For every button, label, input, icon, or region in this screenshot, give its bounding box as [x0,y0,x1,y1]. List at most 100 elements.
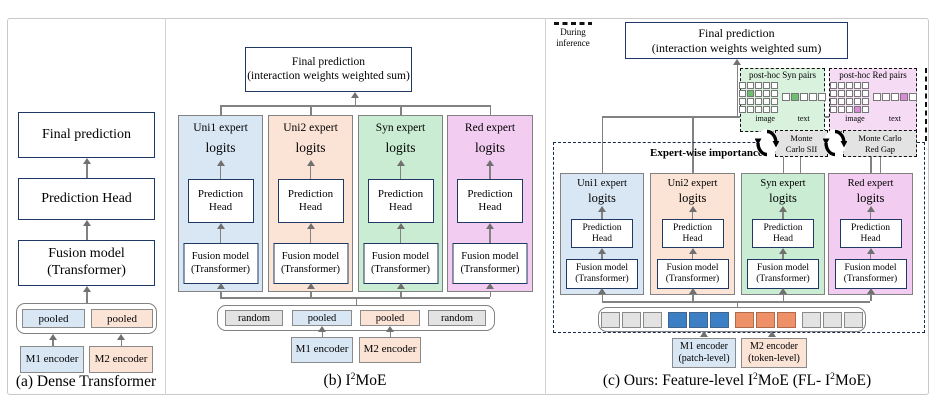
pair-grid-cell [755,105,762,113]
expert-card-red-b: Red expert logits Prediction Head Fusion… [447,115,533,292]
caption-text: (a) Dense Transformer [15,373,157,390]
connector-line [309,166,312,179]
fusion-model-box: Fusion model (Transformer) [656,259,729,289]
connector-line [52,340,54,346]
m1-encoder-box-b: M1 encoder [291,337,353,363]
connector-line [736,301,738,308]
expert-logits-label: logits [295,140,326,155]
arrow-up-icon [598,206,606,212]
image-pair-grid [739,81,778,113]
caption-superscript: 2 [830,371,835,382]
strip-cell-label: pooled [375,312,405,324]
arrow-up-icon [779,288,787,294]
pair-grid-cell [763,81,770,89]
arrow-up-icon [396,223,405,229]
feature-token-cell [735,311,754,328]
pair-grid-cell [739,81,746,89]
pair-text-cell [890,93,899,102]
expert-name-label: Red expert [464,122,516,134]
connector-line [309,229,312,243]
monte-carlo-line1: Monte [790,132,813,143]
pair-grid-cell [845,97,853,105]
pooled-cell-m2: pooled [91,309,153,328]
token-group [601,311,662,328]
panel-divider [545,18,546,395]
prediction-head-line1: Prediction [287,188,334,201]
arrow-up-icon [598,288,606,294]
connector-line [736,65,738,116]
dashed-line [925,68,927,142]
connector-line [86,292,88,303]
feature-token-cell [710,311,729,328]
expert-card-uni2-c: Uni2 expert logits Prediction Head Fusio… [650,173,735,295]
caption-superscript: 2 [753,371,758,382]
prediction-head-box: Prediction Head [571,219,633,248]
expert-card-uni1-c: Uni1 expert logits Prediction Head Fusio… [560,173,644,295]
arrow-up-icon [48,334,57,340]
pair-grid-cell [747,105,754,113]
connector-line [799,157,801,173]
pair-grid-cell [829,97,837,105]
prediction-head-line2: Head [772,233,794,244]
expert-name-label: Red expert [847,178,894,189]
feature-token-strip [598,307,866,332]
arrow-up-icon [866,288,875,294]
expert-name-label: Syn expert [760,178,806,189]
fusion-model-line2: (Transformer) [280,263,341,275]
arrow-up-icon [688,206,697,212]
strip-cell-pooled-m2: pooled [360,310,420,326]
arrow-up-icon [396,283,405,289]
connector-line [400,289,402,297]
prediction-head-line1: Prediction [763,222,803,233]
arrow-up-icon [386,326,394,332]
image-label: image [755,113,775,123]
fusion-model-line2: (Transformer) [665,274,720,284]
connector-line [782,294,784,301]
encoder-line1: M2 encoder [749,341,799,352]
expert-card-syn-b: Syn expert logits Prediction Head Fusion… [358,115,443,292]
fusion-model-box-a: Fusion model (Transformer) [18,240,155,286]
pair-grid-cell [837,89,845,97]
expert-name-label: Uni2 expert [667,178,718,189]
fusion-model-box: Fusion model (Transformer) [834,259,907,289]
arrow-up-icon [733,59,741,65]
fusion-model-line1: Fusion model [191,251,250,263]
pair-grid-cell [771,97,778,105]
fusion-model-line1: Fusion model [371,251,430,263]
prediction-head-box: Prediction Head [187,179,254,223]
pair-grid-cell [853,81,861,89]
arrow-up-icon [82,158,91,164]
connector-line [86,226,88,240]
arrow-up-icon [779,206,787,212]
posthoc-red-pairs-box: post-hoc Red pairs image text [829,68,917,132]
caption-superscript: 2 [350,371,356,382]
pair-grid-cell [837,105,845,113]
pair-grid-cell [837,97,845,105]
pair-grid-cell [861,81,869,89]
pair-text-cell [872,93,881,102]
pair-grid-cell [771,89,778,97]
arrow-up-icon [486,160,494,166]
prediction-head-line2: Head [682,233,703,244]
connector-line [601,301,870,303]
pair-grid-cell [747,97,754,105]
pooled-label: pooled [38,312,69,325]
feature-token-cell [622,311,641,328]
encoder-line2: (patch-level) [678,353,730,364]
connector-line [354,98,356,106]
monte-carlo-red-gap-box: Monte Carlo Red Gap [843,130,917,157]
prediction-head-box: Prediction Head [661,219,724,248]
strip-cell-pooled-m1: pooled [292,310,352,326]
connector-line [489,229,491,243]
encoder-line2: (token-level) [748,353,800,364]
connector-line [219,229,222,243]
arrow-up-icon [486,223,494,229]
arrow-up-icon [598,248,606,254]
connector-line [601,116,603,173]
image-pair-grid [829,81,869,113]
panel-divider [165,18,166,395]
arrow-up-icon [768,331,776,337]
m2-encoder-box-c: M2 encoder (token-level) [741,338,807,368]
m1-encoder-box-c: M1 encoder (patch-level) [672,338,736,368]
final-prediction-line1: Final prediction [291,55,366,68]
